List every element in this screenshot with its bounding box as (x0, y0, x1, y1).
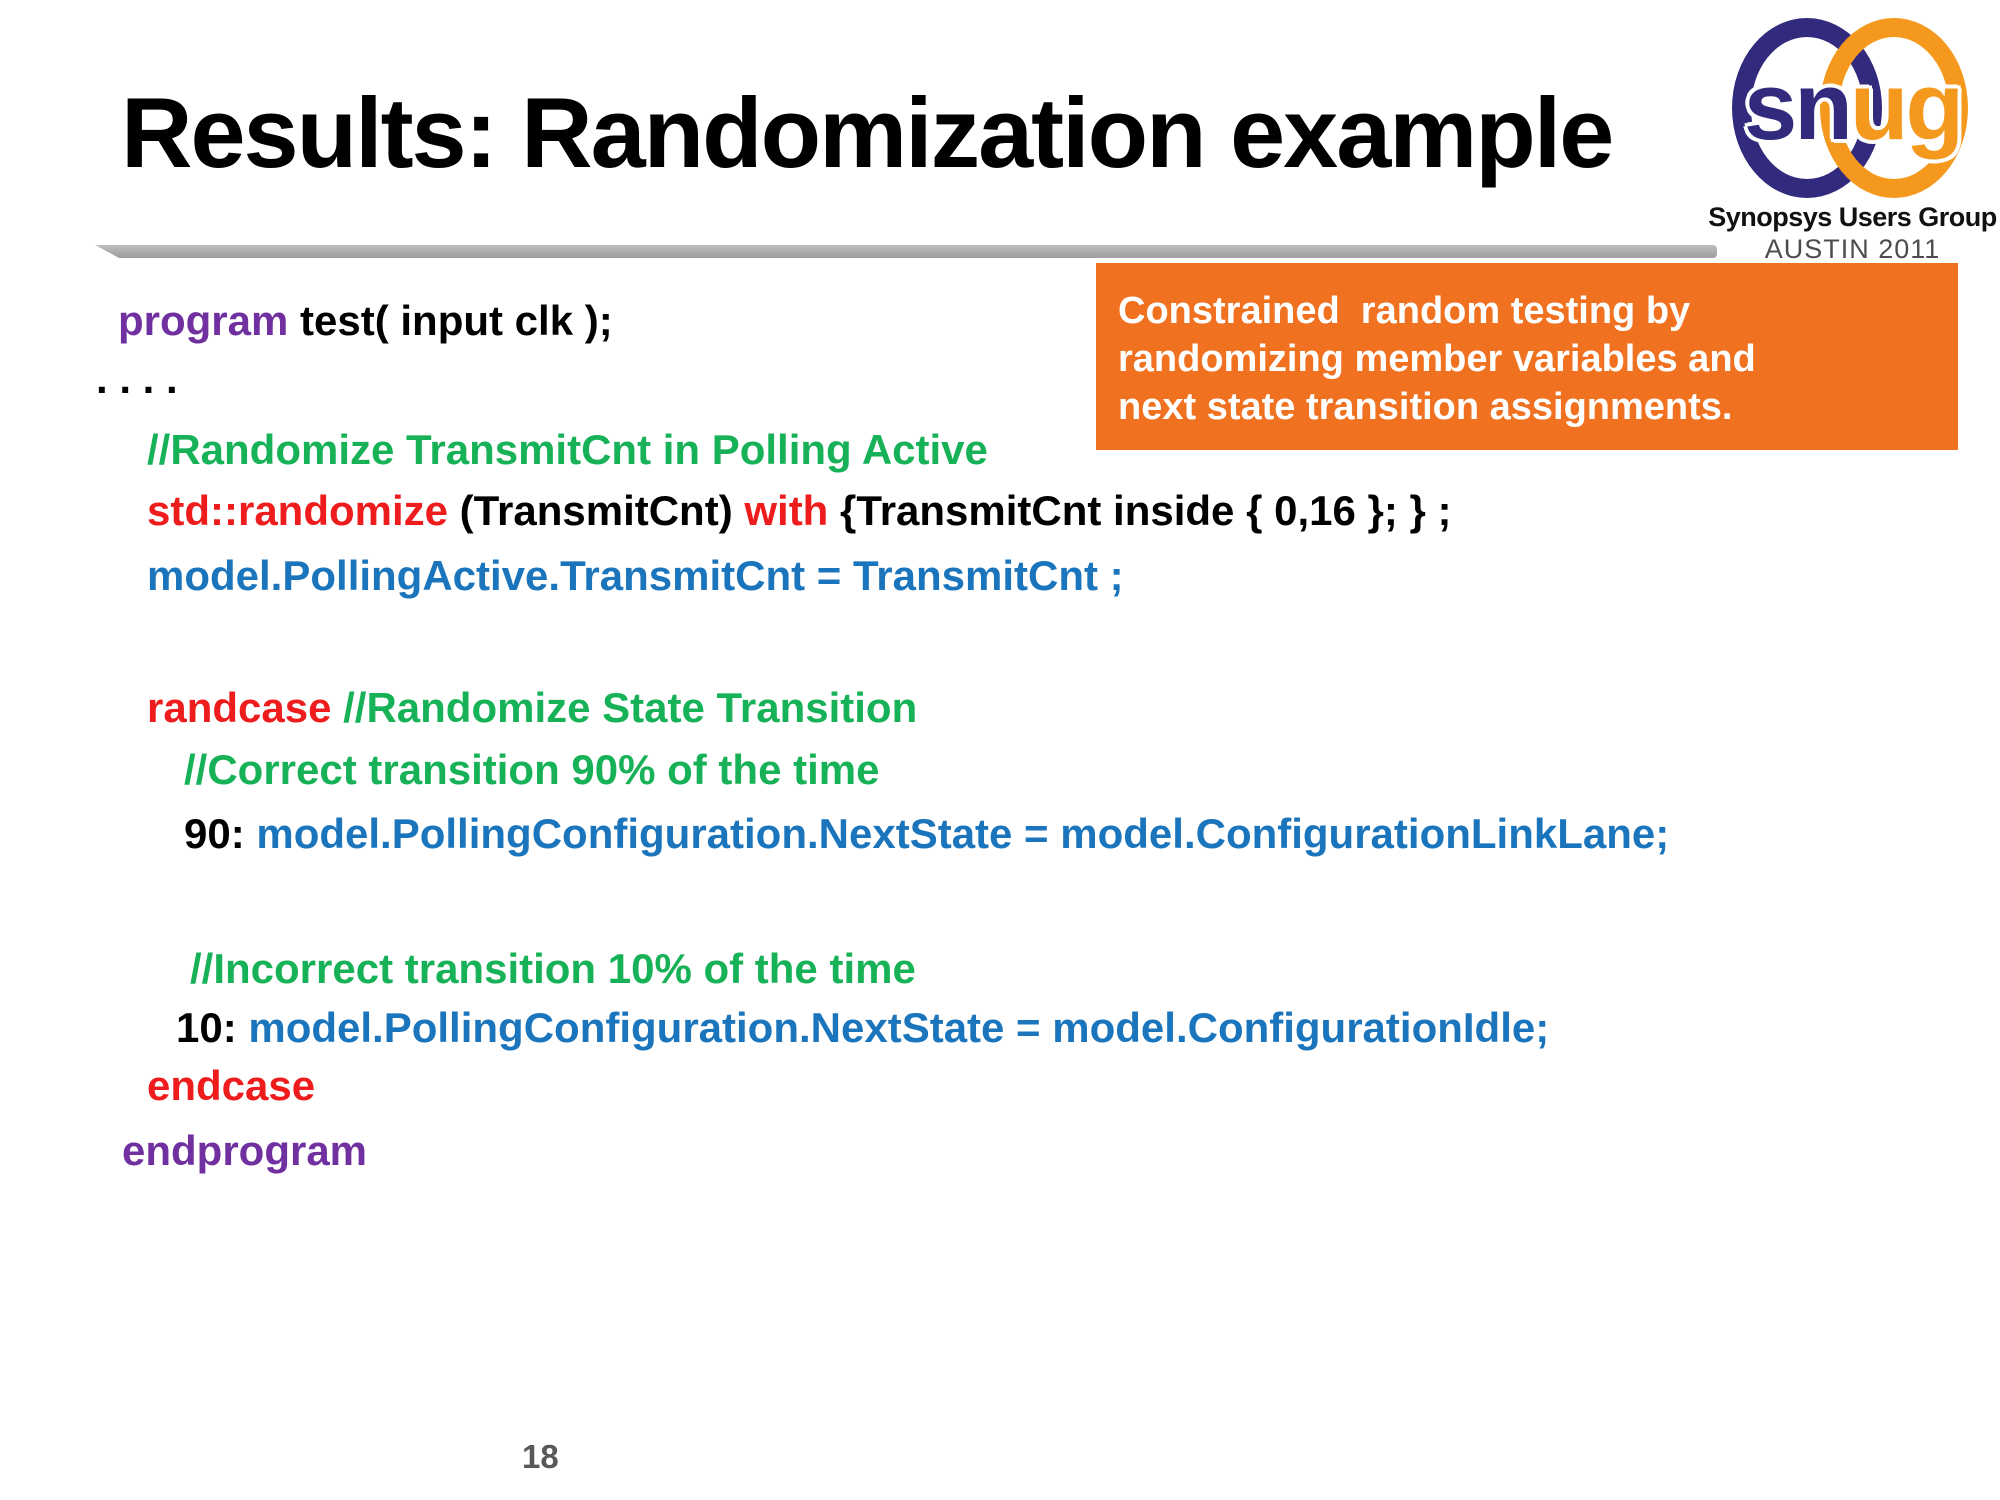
code-line: 90: model.PollingConfiguration.NextState… (184, 810, 1669, 858)
logo-event-name: AUSTIN 2011 (1764, 234, 1941, 264)
callout-line: next state transition assignments. (1118, 386, 1733, 428)
callout-box: Constrained random testing by randomizin… (1096, 263, 1958, 450)
code-segment-black: 90: (184, 810, 245, 857)
code-segment-green: //Incorrect transition 10% of the time (190, 945, 916, 992)
code-segment-black: (TransmitCnt) (448, 487, 745, 534)
callout-line: Constrained random testing by (1118, 290, 1691, 332)
slide-title: Results: Randomization example (121, 77, 1614, 188)
snug-logo: snug Synopsys Users Group AUSTIN 2011 (1705, 12, 2000, 267)
logo-text-sn: sn (1743, 53, 1853, 160)
code-line: //Randomize TransmitCnt in Polling Activ… (147, 426, 988, 474)
code-segment-red: endcase (147, 1062, 316, 1109)
code-line: std::randomize (TransmitCnt) with {Trans… (147, 487, 1452, 535)
logo-text-ug: ug (1849, 53, 1964, 160)
code-segment-blue: model.PollingConfiguration.NextState = m… (236, 1004, 1550, 1051)
code-line: endprogram (122, 1127, 367, 1175)
code-segment-purple: endprogram (122, 1127, 368, 1174)
logo-org-name: Synopsys Users Group (1708, 202, 1997, 232)
code-segment-black: {TransmitCnt inside { 0,16 }; } ; (828, 487, 1452, 534)
code-line: randcase //Randomize State Transition (147, 684, 917, 732)
code-line: program test( input clk ); (118, 297, 613, 345)
logo-wordmark: snug (1705, 52, 2000, 162)
code-segment-green: //Randomize State Transition (331, 684, 918, 731)
code-segment-black: 10: (176, 1004, 237, 1051)
title-divider (95, 245, 1717, 258)
code-segment-blue: model.PollingActive.TransmitCnt = Transm… (147, 552, 1124, 599)
code-segment-green: //Randomize TransmitCnt in Polling Activ… (147, 426, 988, 473)
code-line: model.PollingActive.TransmitCnt = Transm… (147, 552, 1124, 600)
code-segment-green: //Correct transition 90% of the time (184, 746, 880, 793)
code-line: endcase (147, 1062, 315, 1110)
code-segment-black: . . . . (96, 355, 178, 402)
code-segment-black: test( input clk ); (288, 297, 613, 344)
code-segment-red: with (744, 487, 829, 534)
code-segment-blue: model.PollingConfiguration.NextState = m… (244, 810, 1670, 857)
code-segment-purple: program (118, 297, 289, 344)
page-number: 18 (522, 1438, 559, 1475)
code-line: //Incorrect transition 10% of the time (190, 945, 916, 993)
callout-line: randomizing member variables and (1118, 338, 1756, 380)
code-segment-red: std::randomize (147, 487, 449, 534)
code-line: 10: model.PollingConfiguration.NextState… (176, 1004, 1549, 1052)
code-segment-red: randcase (147, 684, 332, 731)
code-line: //Correct transition 90% of the time (184, 746, 879, 794)
code-line: . . . . (96, 355, 178, 403)
